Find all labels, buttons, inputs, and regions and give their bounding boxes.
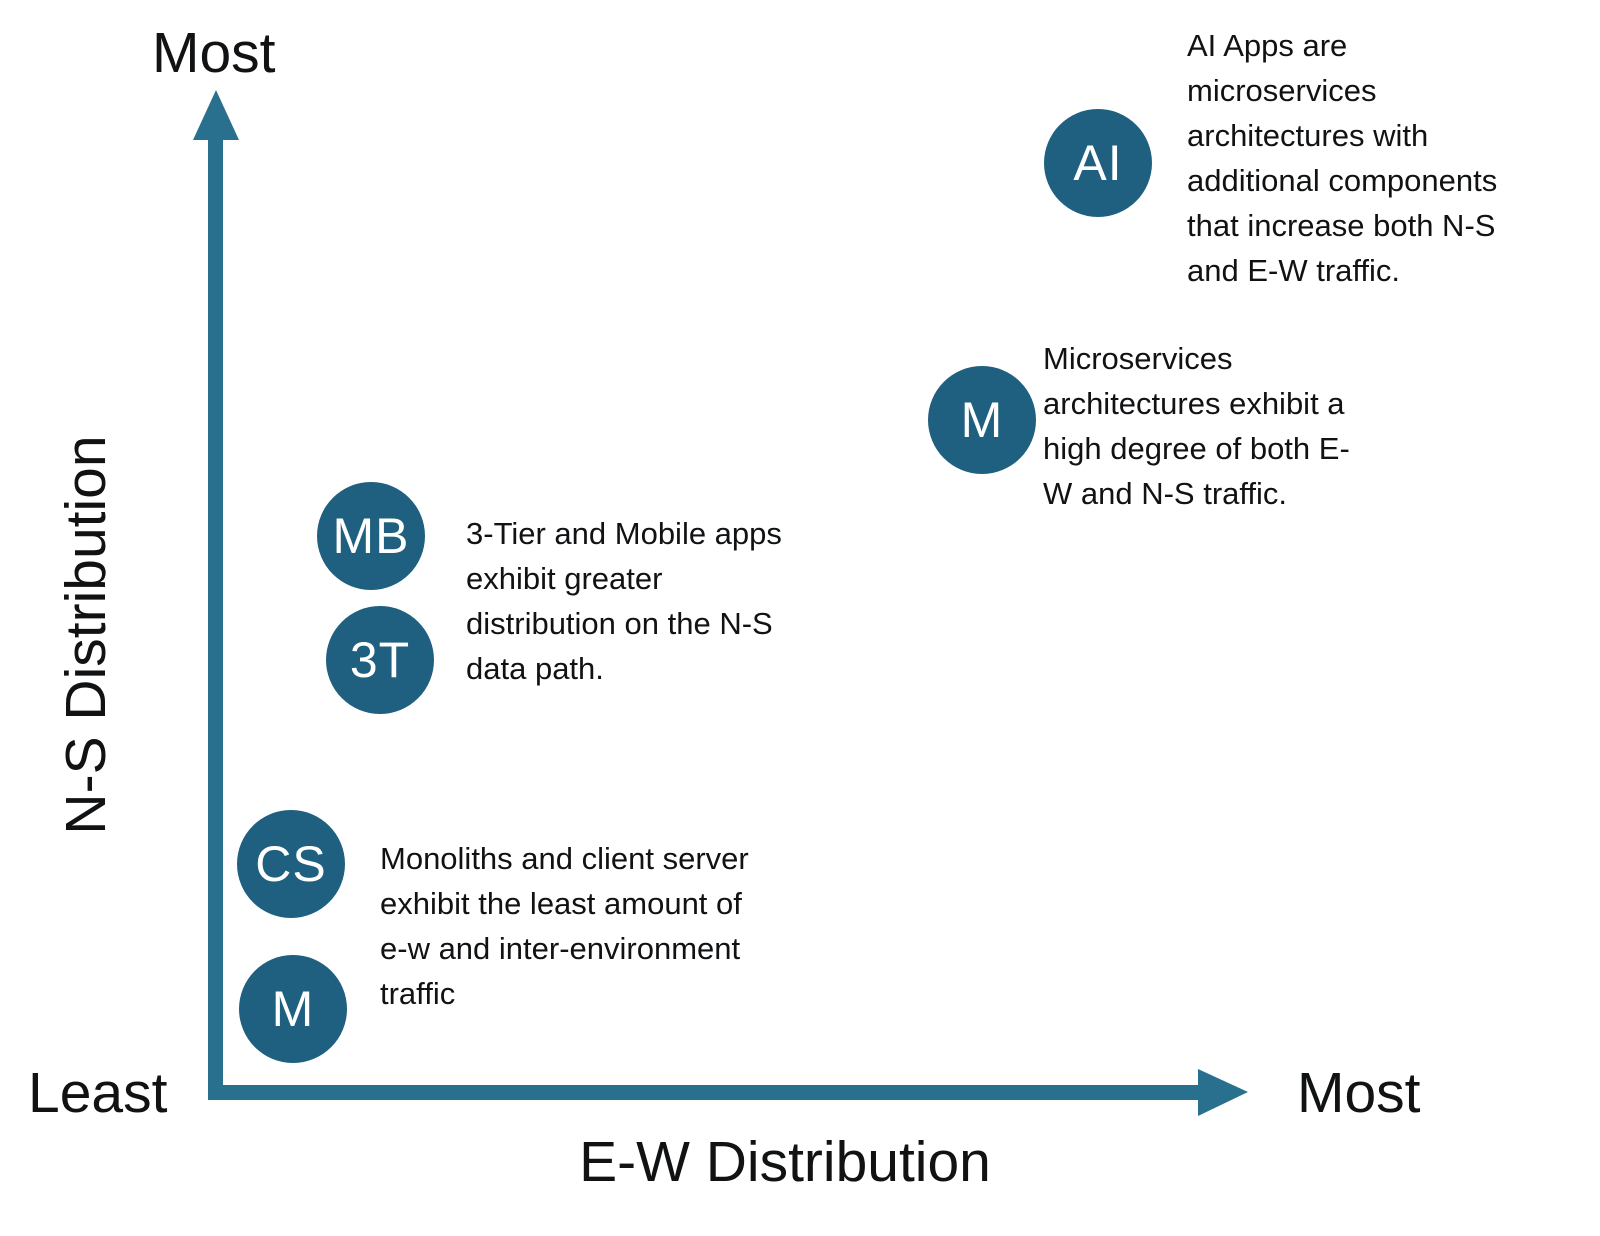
bubble-ai: AI <box>1044 109 1152 217</box>
bubble-microservices: M <box>928 366 1036 474</box>
bubble-mobile: MB <box>317 482 425 590</box>
bubble-client-server: CS <box>237 810 345 918</box>
note-3tier-mobile: 3-Tier and Mobile apps exhibit greater d… <box>466 516 782 686</box>
bubble-microservices-label: M <box>960 392 1004 448</box>
y-axis-arrow <box>193 90 239 1100</box>
y-axis-max-label: Most <box>152 21 276 85</box>
bubble-3-tier-label: 3T <box>349 632 411 688</box>
bubble-mobile-label: MB <box>332 508 410 564</box>
x-axis-arrow <box>215 1069 1248 1116</box>
y-axis-title: N-S Distribution <box>54 435 118 835</box>
bubble-monolith-label: M <box>271 981 315 1037</box>
x-axis-max-label: Most <box>1297 1061 1421 1125</box>
bubble-client-server-label: CS <box>255 836 327 892</box>
x-axis-title: E-W Distribution <box>579 1130 991 1194</box>
bubble-3-tier: 3T <box>326 606 434 714</box>
axis-origin-label: Least <box>28 1061 168 1125</box>
note-ai-apps: AI Apps are microservices architectures … <box>1187 28 1498 288</box>
bubble-monolith: M <box>239 955 347 1063</box>
bubble-ai-label: AI <box>1073 135 1123 191</box>
note-microservices: Microservices architectures exhibit a hi… <box>1043 341 1350 511</box>
note-monolith-client-server: Monoliths and client server exhibit the … <box>380 841 749 1011</box>
